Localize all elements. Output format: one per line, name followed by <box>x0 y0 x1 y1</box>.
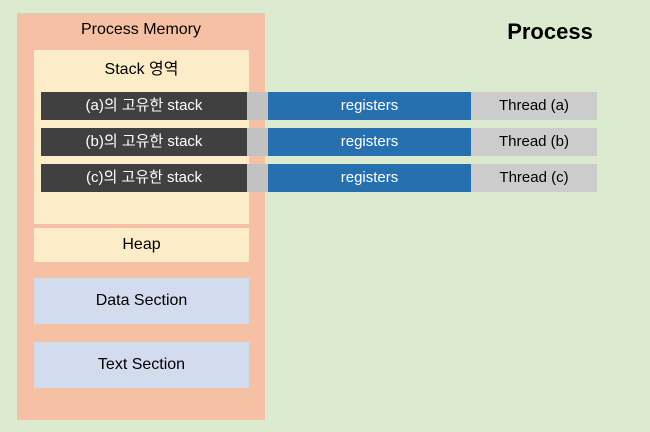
thread-row: (b)의 고유한 stack registers Thread (b) <box>0 128 650 156</box>
thread-stack-block-c: (c)의 고유한 stack <box>41 164 247 192</box>
registers-block-b: registers <box>268 128 471 156</box>
stack-registers-connector-b <box>247 128 268 156</box>
process-memory-label: Process Memory <box>80 21 202 38</box>
stack-registers-connector-c <box>247 164 268 192</box>
process-title: Process <box>507 19 593 44</box>
stack-registers-connector-a <box>247 92 268 120</box>
registers-block-a: registers <box>268 92 471 120</box>
thread-label-b: Thread (b) <box>471 128 597 156</box>
text-section-box: Text Section <box>34 342 249 388</box>
thread-row: (c)의 고유한 stack registers Thread (c) <box>0 164 650 192</box>
stack-area-label: Stack 영역 <box>104 61 179 78</box>
thread-stack-block-a: (a)의 고유한 stack <box>41 92 247 120</box>
registers-block-c: registers <box>268 164 471 192</box>
heap-box: Heap <box>34 228 249 262</box>
data-section-box: Data Section <box>34 278 249 324</box>
thread-row: (a)의 고유한 stack registers Thread (a) <box>0 92 650 120</box>
thread-label-c: Thread (c) <box>471 164 597 192</box>
thread-label-a: Thread (a) <box>471 92 597 120</box>
thread-stack-block-b: (b)의 고유한 stack <box>41 128 247 156</box>
